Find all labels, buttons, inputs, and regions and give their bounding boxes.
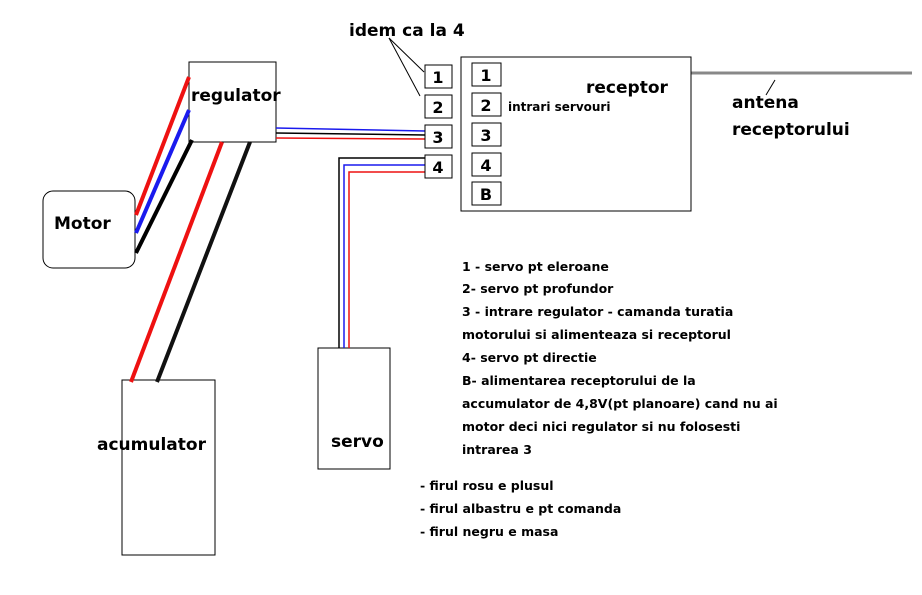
note-line: motorului si alimenteaza si receptorul [462,327,731,342]
ext-port-4-box [424,154,453,179]
note-line: 1 - servo pt eleroane [462,259,609,274]
servo-label: servo [331,432,384,452]
legend-line: - firul negru e masa [420,524,558,539]
rx-port-2-box [471,92,502,117]
wire-legend: - firul rosu e plusul - firul albastru e… [420,478,621,539]
rx-port-b-label: B [480,185,492,204]
servo-to-port4-cable [338,157,425,348]
rx-port-2-label: 2 [480,96,491,115]
rx-port-3-box [471,122,502,147]
note-line: 2- servo pt profundor [462,281,614,296]
antena-label-1: antena [732,93,799,113]
ext-port-1-label: 1 [432,68,443,87]
note-line: accumulator de 4,8V(pt planoare) cand nu… [462,396,778,411]
note-line: 3 - intrare regulator - camanda turatia [462,304,733,319]
intrari-servouri-label: intrari servouri [508,100,610,114]
note-line: B- alimentarea receptorului de la [462,373,696,388]
ext-port-1-box [424,64,453,89]
legend-line: - firul albastru e pt comanda [420,501,621,516]
idem-label: idem ca la 4 [349,21,465,41]
acumulator-label: acumulator [97,435,207,455]
rx-port-4-label: 4 [480,156,491,175]
idem-arrow-1 [388,37,425,73]
rx-port-3-label: 3 [480,126,491,145]
receptor-label: receptor [586,78,668,98]
motor-blue-wire [134,109,191,234]
motor-black-wire [134,139,194,254]
regulator-box [188,61,277,143]
rx-port-b-box [471,181,502,206]
note-line: motor deci nici regulator si nu folosest… [462,419,740,434]
motor-label: Motor [54,214,111,234]
ext-port-3-box [424,124,453,149]
legend-line: - firul rosu e plusul [420,478,554,493]
note-line: intrarea 3 [462,442,532,457]
rx-port-1-label: 1 [480,66,491,85]
rx-port-1-box [471,62,502,87]
antena-label-2: receptorului [732,120,850,140]
ext-port-3-label: 3 [432,128,443,147]
ext-port-4-label: 4 [432,158,443,177]
regulator-label: regulator [191,86,281,106]
ext-port-2-label: 2 [432,98,443,117]
idem-arrow-2 [388,37,421,97]
port-notes: 1 - servo pt eleroane 2- servo pt profun… [462,259,778,457]
acumulator-red-wire [129,141,224,383]
note-line: 4- servo pt directie [462,350,597,365]
rx-port-4-box [471,152,502,177]
motor-red-wire [134,76,191,216]
servo-box [317,347,391,470]
acumulator-box [121,379,216,556]
regulator-to-port3-cable [275,127,426,140]
acumulator-black-wire [155,141,252,383]
ext-port-2-box [424,94,453,119]
antenna-pointer [765,79,776,96]
motor-box [42,190,136,269]
